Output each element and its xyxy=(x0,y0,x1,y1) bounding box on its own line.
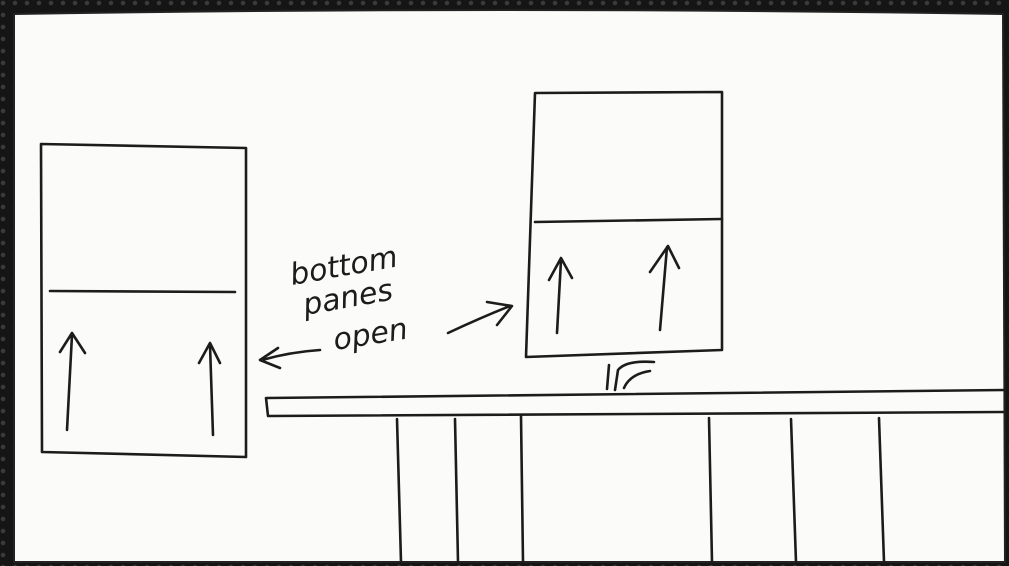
left-window-divider xyxy=(50,291,235,292)
paper-sheet xyxy=(14,10,1005,562)
